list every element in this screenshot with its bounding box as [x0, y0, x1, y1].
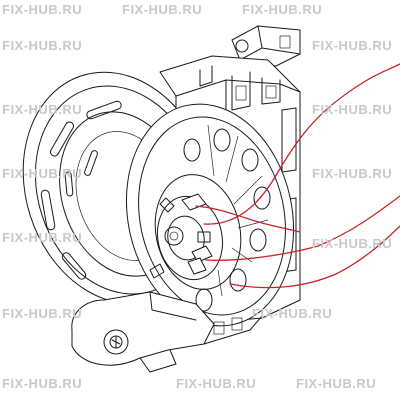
red-wires — [195, 63, 400, 289]
drum-slots — [40, 100, 122, 280]
contact-hub — [149, 193, 223, 281]
disc-holes — [183, 128, 271, 312]
lower-bracket — [71, 291, 263, 373]
disc-ribs — [207, 124, 269, 297]
